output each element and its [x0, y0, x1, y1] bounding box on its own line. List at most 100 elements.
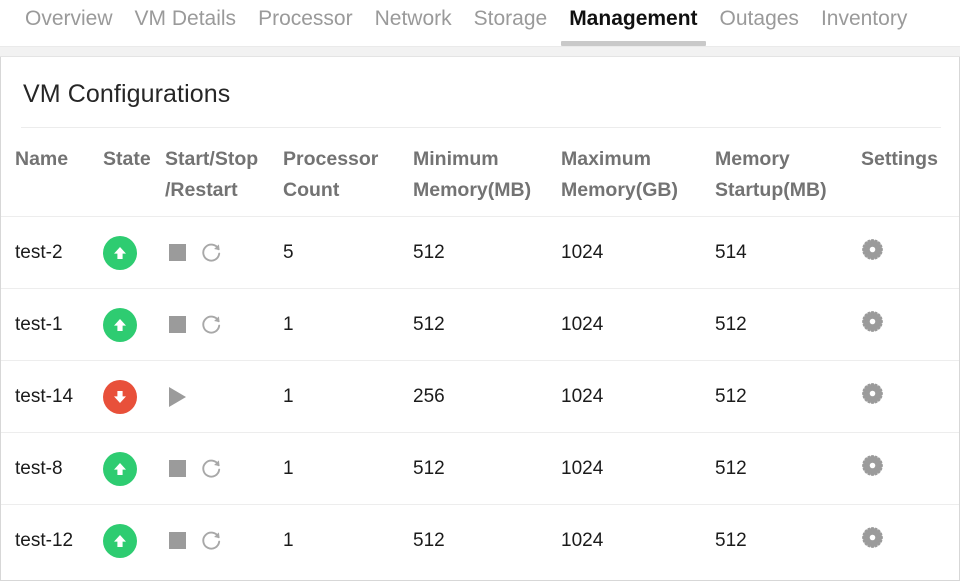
cell-vm-name: test-8 [15, 457, 63, 479]
tab-storage[interactable]: Storage [463, 6, 559, 46]
cell-maximum-memory: 1024 [561, 241, 604, 263]
cell-vm-name: test-12 [15, 529, 74, 551]
stop-button[interactable] [169, 460, 186, 477]
tab-processor[interactable]: Processor [247, 6, 364, 46]
cell-minimum-memory: 512 [413, 313, 445, 335]
column-header-proc-line2: Count [283, 179, 340, 201]
restart-button[interactable] [200, 457, 224, 481]
tab-overview[interactable]: Overview [14, 6, 124, 46]
cell-state [103, 433, 165, 505]
tab-bar: Overview VM Details Processor Network Storag… [0, 0, 960, 46]
control-button-group [165, 529, 283, 553]
cell-settings [861, 217, 959, 289]
column-header-settings: Settings [861, 148, 938, 170]
stop-button[interactable] [169, 244, 186, 261]
tab-inventory[interactable]: Inventory [810, 6, 918, 46]
gear-icon[interactable] [861, 454, 884, 477]
arrow-down-circle-red-icon [103, 379, 137, 414]
column-header-ctrl-line1: Start/Stop [165, 148, 259, 170]
cell-memory-startup: 512 [715, 313, 747, 335]
tab-label: Storage [473, 7, 548, 30]
column-header-maximum-memory: Maximum Memory(GB) [561, 132, 715, 217]
cell-maximum-memory: 1024 [561, 529, 604, 551]
tab-label: Management [569, 7, 698, 30]
stop-square-icon [169, 316, 186, 333]
stop-button[interactable] [169, 532, 186, 549]
column-header-minimum-memory: Minimum Memory(MB) [413, 132, 561, 217]
cell-processor-count: 1 [283, 457, 294, 479]
column-header-min-line2: Memory(MB) [413, 179, 532, 201]
title-divider [21, 127, 941, 128]
play-triangle-icon [169, 386, 186, 407]
cell-state [103, 505, 165, 577]
column-header-memory-startup: Memory Startup(MB) [715, 132, 861, 217]
cell-vm-name: test-1 [15, 313, 63, 335]
stop-square-icon [169, 532, 186, 549]
column-header-max-line2: Memory(GB) [561, 179, 679, 201]
column-header-max-line1: Maximum [561, 148, 651, 170]
tab-label: Network [374, 7, 452, 30]
cell-settings [861, 361, 959, 433]
stop-square-icon [169, 244, 186, 261]
tab-management[interactable]: Management [558, 6, 708, 46]
cell-controls [165, 505, 283, 577]
column-header-mem-line1: Memory [715, 148, 790, 170]
table-header-row: Name State Start/Stop /Restart Processor… [1, 132, 959, 217]
restart-button[interactable] [200, 313, 224, 337]
cell-settings [861, 289, 959, 361]
gear-icon[interactable] [861, 526, 884, 549]
column-header-proc-line1: Processor [283, 148, 379, 170]
arrow-up-circle-green-icon [103, 451, 137, 486]
gear-icon[interactable] [861, 310, 884, 333]
cell-settings [861, 505, 959, 577]
cell-maximum-memory: 1024 [561, 457, 604, 479]
cell-controls [165, 433, 283, 505]
cell-settings [861, 433, 959, 505]
tab-vm-details[interactable]: VM Details [124, 6, 248, 46]
column-header-min-line1: Minimum [413, 148, 499, 170]
tab-outages[interactable]: Outages [709, 6, 810, 46]
page-title: VM Configurations [23, 80, 231, 108]
tab-label: Processor [258, 7, 353, 30]
cell-maximum-memory: 1024 [561, 313, 604, 335]
start-button[interactable] [169, 386, 186, 407]
control-button-group [165, 313, 283, 337]
arrow-up-circle-green-icon [103, 523, 137, 558]
vm-configurations-card: VM Configurations Name State Start/Stop … [0, 57, 960, 581]
restart-button[interactable] [200, 529, 224, 553]
tab-label: Outages [719, 7, 799, 30]
cell-processor-count: 1 [283, 529, 294, 551]
control-button-group [165, 241, 283, 265]
column-header-processor-count: Processor Count [283, 132, 413, 217]
tab-label: Overview [25, 7, 113, 30]
cell-controls [165, 289, 283, 361]
stop-square-icon [169, 460, 186, 477]
cell-controls [165, 361, 283, 433]
column-header-start-stop-restart: Start/Stop /Restart [165, 132, 283, 217]
stop-button[interactable] [169, 316, 186, 333]
cell-memory-startup: 512 [715, 529, 747, 551]
gear-icon[interactable] [861, 382, 884, 405]
tab-network[interactable]: Network [364, 6, 463, 46]
cell-processor-count: 5 [283, 241, 294, 263]
gear-icon[interactable] [861, 238, 884, 261]
tab-label: Inventory [820, 7, 908, 30]
cell-vm-name: test-14 [15, 385, 74, 407]
table-header: Name State Start/Stop /Restart Processor… [1, 132, 959, 217]
cell-state [103, 289, 165, 361]
cell-processor-count: 1 [283, 385, 294, 407]
active-tab-indicator [561, 41, 706, 46]
arrow-up-circle-green-icon [103, 307, 137, 342]
column-header-name: Name [15, 148, 69, 170]
column-header-mem-line2: Startup(MB) [715, 179, 827, 201]
cell-state [103, 217, 165, 289]
cell-minimum-memory: 512 [413, 457, 445, 479]
control-button-group [165, 457, 283, 481]
restart-button[interactable] [200, 241, 224, 265]
cell-controls [165, 217, 283, 289]
